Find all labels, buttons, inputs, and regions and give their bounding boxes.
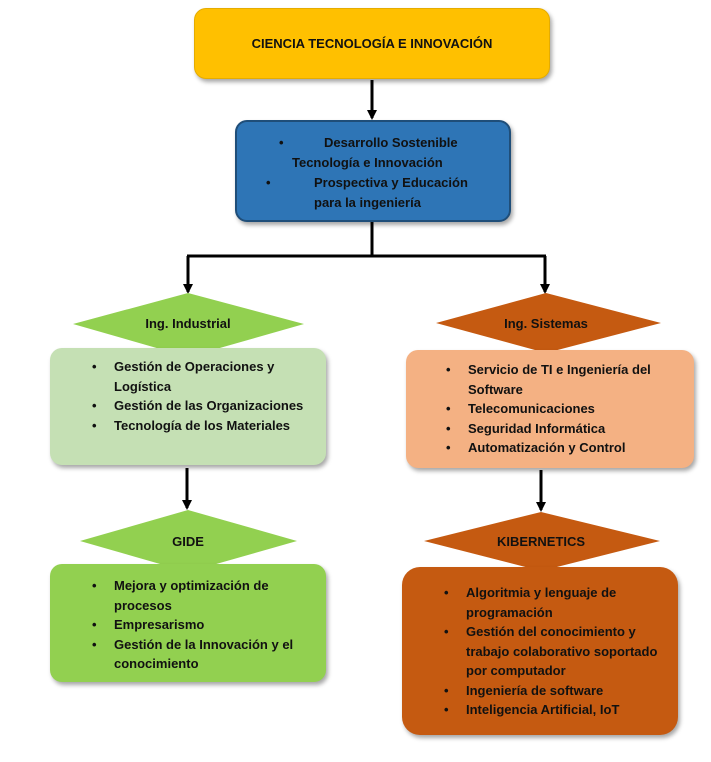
industrial-diamond [73, 293, 304, 357]
industrial-box: Gestión de Operaciones y Logística Gesti… [50, 348, 326, 465]
kibernetics-box: Algoritmia y lenguaje de programación Ge… [402, 567, 678, 735]
core-line-4-wrap: para la ingeniería [237, 195, 509, 215]
core-line-4: para la ingeniería [314, 195, 421, 210]
gide-list: Mejora y optimización de procesos Empres… [84, 576, 318, 674]
sistemas-item: Seguridad Informática [438, 419, 686, 439]
sistemas-diamond [436, 293, 661, 353]
core-line-1: Desarrollo Sostenible [324, 135, 458, 150]
core-bullet-dot-1: • [279, 135, 284, 150]
title-box: CIENCIA TECNOLOGÍA E INNOVACIÓN [194, 8, 550, 79]
sistemas-item: Servicio de TI e Ingeniería del Software [438, 360, 686, 399]
industrial-item: Gestión de Operaciones y Logística [84, 357, 318, 396]
gide-box: Mejora y optimización de procesos Empres… [50, 564, 326, 682]
industrial-item: Gestión de las Organizaciones [84, 396, 318, 416]
title-text: CIENCIA TECNOLOGÍA E INNOVACIÓN [251, 36, 493, 51]
sistemas-item: Automatización y Control [438, 438, 686, 458]
core-bullet-dot-2: • [266, 175, 271, 190]
kibernetics-label: KIBERNETICS [496, 534, 586, 549]
core-line-2-wrap: Tecnología e Innovación [237, 155, 509, 175]
core-line-2: Tecnología e Innovación [292, 155, 443, 170]
kibernetics-list: Algoritmia y lenguaje de programación Ge… [436, 583, 670, 720]
gide-item: Mejora y optimización de procesos [84, 576, 318, 615]
industrial-label: Ing. Industrial [145, 316, 231, 331]
gide-item: Empresarismo [84, 615, 318, 635]
core-line-3: Prospectiva y Educación [314, 175, 468, 190]
gide-item: Gestión de la Innovación y el conocimien… [84, 635, 318, 674]
gide-diamond [80, 510, 297, 572]
industrial-item: Tecnología de los Materiales [84, 416, 318, 436]
kibernetics-item: Gestión del conocimiento y trabajo colab… [436, 622, 670, 681]
core-box: • Desarrollo Sostenible Tecnología e Inn… [235, 120, 511, 222]
kibernetics-diamond [424, 512, 660, 571]
kibernetics-item: Algoritmia y lenguaje de programación [436, 583, 670, 622]
sistemas-list: Servicio de TI e Ingeniería del Software… [438, 360, 686, 458]
sistemas-box: Servicio de TI e Ingeniería del Software… [406, 350, 694, 468]
sistemas-label: Ing. Sistemas [504, 316, 588, 331]
core-bullet-2: • Prospectiva y Educación [237, 175, 509, 195]
gide-label: GIDE [172, 534, 204, 549]
industrial-list: Gestión de Operaciones y Logística Gesti… [84, 357, 318, 435]
sistemas-item: Telecomunicaciones [438, 399, 686, 419]
kibernetics-item: Ingeniería de software [436, 681, 670, 701]
kibernetics-item: Inteligencia Artificial, IoT [436, 700, 670, 720]
core-bullet-1: • Desarrollo Sostenible [237, 135, 509, 155]
